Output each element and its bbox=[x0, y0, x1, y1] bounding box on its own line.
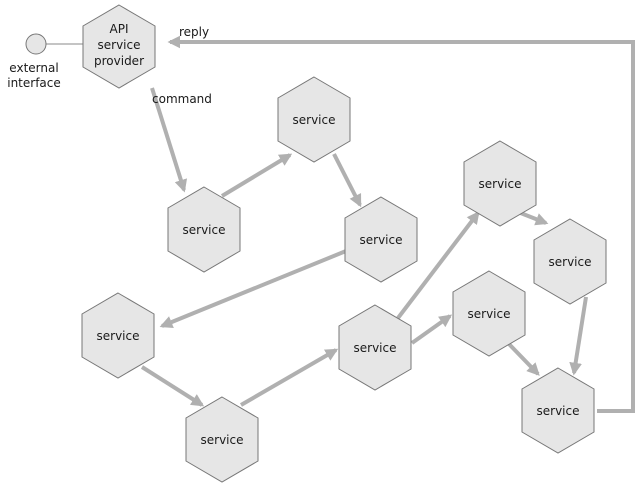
service-label: service bbox=[201, 433, 244, 447]
edge-s4-s5 bbox=[140, 365, 205, 407]
interface-label-line1: external bbox=[9, 61, 58, 75]
service-label: service bbox=[293, 113, 336, 127]
service-hexagon bbox=[81, 292, 155, 379]
reply-label: reply bbox=[179, 25, 209, 39]
command-label: command bbox=[152, 92, 212, 106]
service-hexagon bbox=[521, 367, 595, 454]
service-node: service bbox=[463, 140, 537, 227]
service-label: service bbox=[537, 404, 580, 418]
service-hexagon bbox=[533, 218, 607, 305]
service-node: service bbox=[533, 218, 607, 305]
service-hexagon bbox=[338, 304, 412, 391]
service-hexagon bbox=[277, 76, 351, 163]
service-hexagon bbox=[344, 196, 418, 283]
edges bbox=[140, 35, 635, 413]
edge-s9-s10 bbox=[569, 296, 588, 376]
service-nodes: service service service service service … bbox=[81, 76, 607, 483]
service-label: service bbox=[360, 233, 403, 247]
service-hexagon bbox=[185, 396, 259, 483]
service-node: service bbox=[81, 292, 155, 379]
edge-s3-s4 bbox=[159, 249, 347, 329]
service-node: service bbox=[452, 270, 526, 357]
api-service-provider: API service provider bbox=[82, 4, 156, 89]
service-hexagon bbox=[167, 186, 241, 273]
interface-label-line2: interface bbox=[7, 76, 61, 90]
edge-s7-s9 bbox=[517, 210, 549, 226]
api-provider-line2: service bbox=[98, 38, 141, 52]
service-hexagon bbox=[452, 270, 526, 357]
interface-circle bbox=[25, 33, 47, 55]
edge-s8-s10 bbox=[506, 341, 540, 376]
service-hexagon bbox=[463, 140, 537, 227]
edge-s5-s6 bbox=[239, 348, 339, 407]
service-node: service bbox=[338, 304, 412, 391]
api-provider-line1: API bbox=[110, 22, 129, 36]
external-interface: external interface bbox=[7, 33, 83, 90]
service-node: service bbox=[185, 396, 259, 483]
api-provider-line3: provider bbox=[94, 54, 144, 68]
api-provider-hexagon bbox=[82, 4, 156, 89]
service-label: service bbox=[479, 177, 522, 191]
service-node: service bbox=[521, 367, 595, 454]
service-label: service bbox=[468, 307, 511, 321]
service-label: service bbox=[183, 223, 226, 237]
service-node: service bbox=[167, 186, 241, 273]
edge-s1-s2 bbox=[220, 153, 293, 198]
edge-s2-s3 bbox=[332, 153, 362, 208]
edge-s6-s8 bbox=[410, 314, 453, 345]
service-node: service bbox=[277, 76, 351, 163]
edge-reply bbox=[167, 35, 635, 413]
service-label: service bbox=[549, 255, 592, 269]
edge-s6-s7 bbox=[396, 210, 480, 320]
service-label: service bbox=[354, 341, 397, 355]
service-label: service bbox=[97, 329, 140, 343]
edge-command bbox=[150, 87, 188, 193]
service-node: service bbox=[344, 196, 418, 283]
